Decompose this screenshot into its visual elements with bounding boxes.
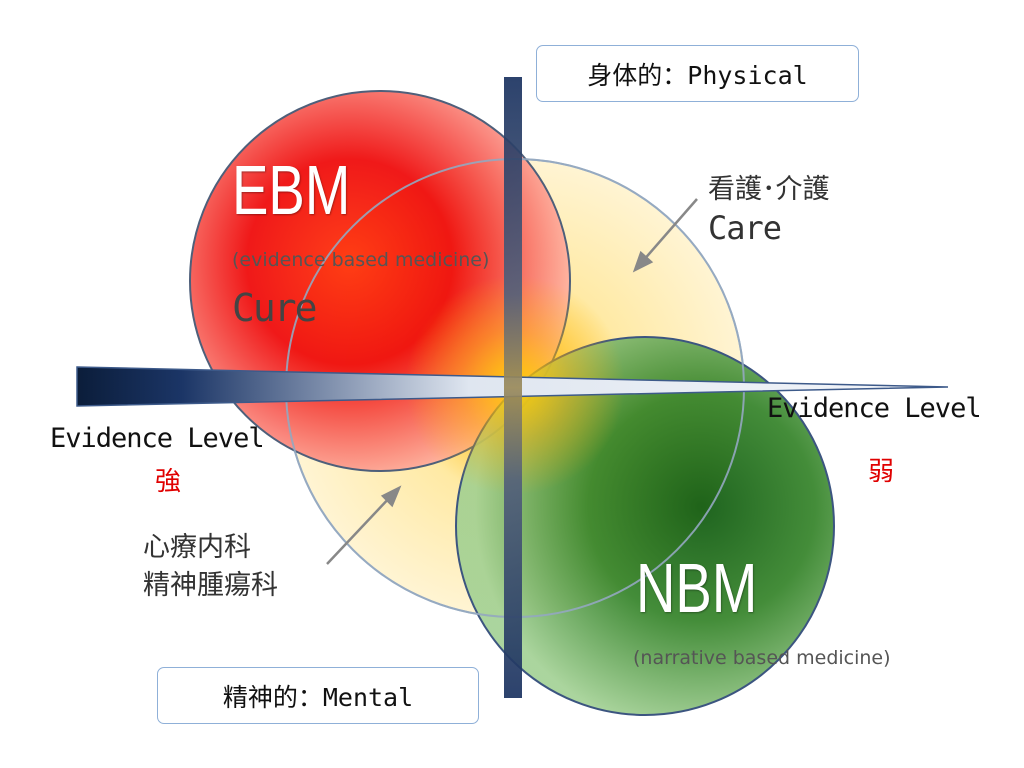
ebm-title: EBM bbox=[232, 151, 351, 229]
care-label-en: Care bbox=[708, 209, 782, 247]
ebm-keyword: Cure bbox=[232, 286, 318, 330]
mental-dept-line2: 精神腫瘍科 bbox=[143, 570, 278, 601]
care-label-jp: 看護･介護 bbox=[708, 174, 830, 205]
evidence-level-right: Evidence Level bbox=[767, 393, 982, 424]
axis-top-label: 身体的：Physical bbox=[587, 60, 808, 90]
axis-bottom-label: 精神的：Mental bbox=[222, 682, 414, 712]
arrow-mental-dept bbox=[326, 485, 402, 565]
vertical-axis-bar bbox=[504, 77, 522, 698]
ebm-subtitle: (evidence based medicine) bbox=[232, 249, 490, 271]
mental-dept-line1: 心療内科 bbox=[143, 532, 251, 563]
arrow-care bbox=[632, 198, 698, 273]
axis-bottom-box: 精神的：Mental bbox=[157, 667, 479, 724]
evidence-weak: 弱 bbox=[868, 457, 895, 487]
evidence-level-left: Evidence Level bbox=[50, 423, 265, 454]
evidence-strong: 強 bbox=[155, 467, 182, 497]
nbm-title: NBM bbox=[636, 549, 758, 627]
axis-top-box: 身体的：Physical bbox=[536, 45, 859, 102]
nbm-subtitle: (narrative based medicine) bbox=[633, 647, 891, 669]
